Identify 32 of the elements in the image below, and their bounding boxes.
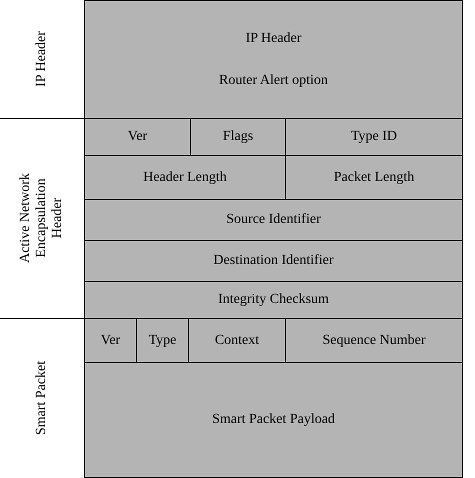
field-cell bbox=[84, 362, 463, 478]
field-cell bbox=[188, 318, 286, 363]
section-label: Smart Packet bbox=[34, 360, 50, 438]
section-label: Active Network Encapsulation Header bbox=[18, 172, 66, 265]
field-cell bbox=[285, 155, 463, 200]
field-cell bbox=[285, 318, 463, 363]
field-label: IP Header bbox=[246, 30, 302, 46]
field-label: Flags bbox=[222, 129, 254, 145]
field-cell bbox=[84, 199, 463, 241]
field-label: Ver bbox=[128, 129, 148, 145]
field-cell bbox=[190, 118, 286, 156]
field-cell bbox=[84, 118, 191, 156]
field-label: Sequence Number bbox=[322, 332, 426, 348]
field-label: Header Length bbox=[143, 170, 227, 186]
section-label: IP Header bbox=[34, 30, 50, 89]
field-label: Type bbox=[148, 332, 176, 348]
field-label: Context bbox=[214, 332, 260, 348]
field-cell bbox=[84, 0, 463, 119]
field-label: Ver bbox=[100, 332, 120, 348]
field-label: Integrity Checksum bbox=[218, 292, 329, 308]
field-label: Source Identifier bbox=[226, 212, 321, 228]
field-cell bbox=[285, 118, 463, 156]
field-cell bbox=[84, 281, 463, 319]
field-label: Smart Packet Payload bbox=[212, 412, 335, 428]
field-label: Packet Length bbox=[334, 170, 414, 186]
field-cell bbox=[84, 240, 463, 282]
field-label: Type ID bbox=[350, 129, 398, 145]
field-cell bbox=[84, 318, 137, 363]
field-label: Destination Identifier bbox=[213, 253, 334, 269]
field-label: Router Alert option bbox=[219, 72, 328, 88]
field-cell bbox=[84, 155, 286, 200]
field-cell bbox=[136, 318, 189, 363]
